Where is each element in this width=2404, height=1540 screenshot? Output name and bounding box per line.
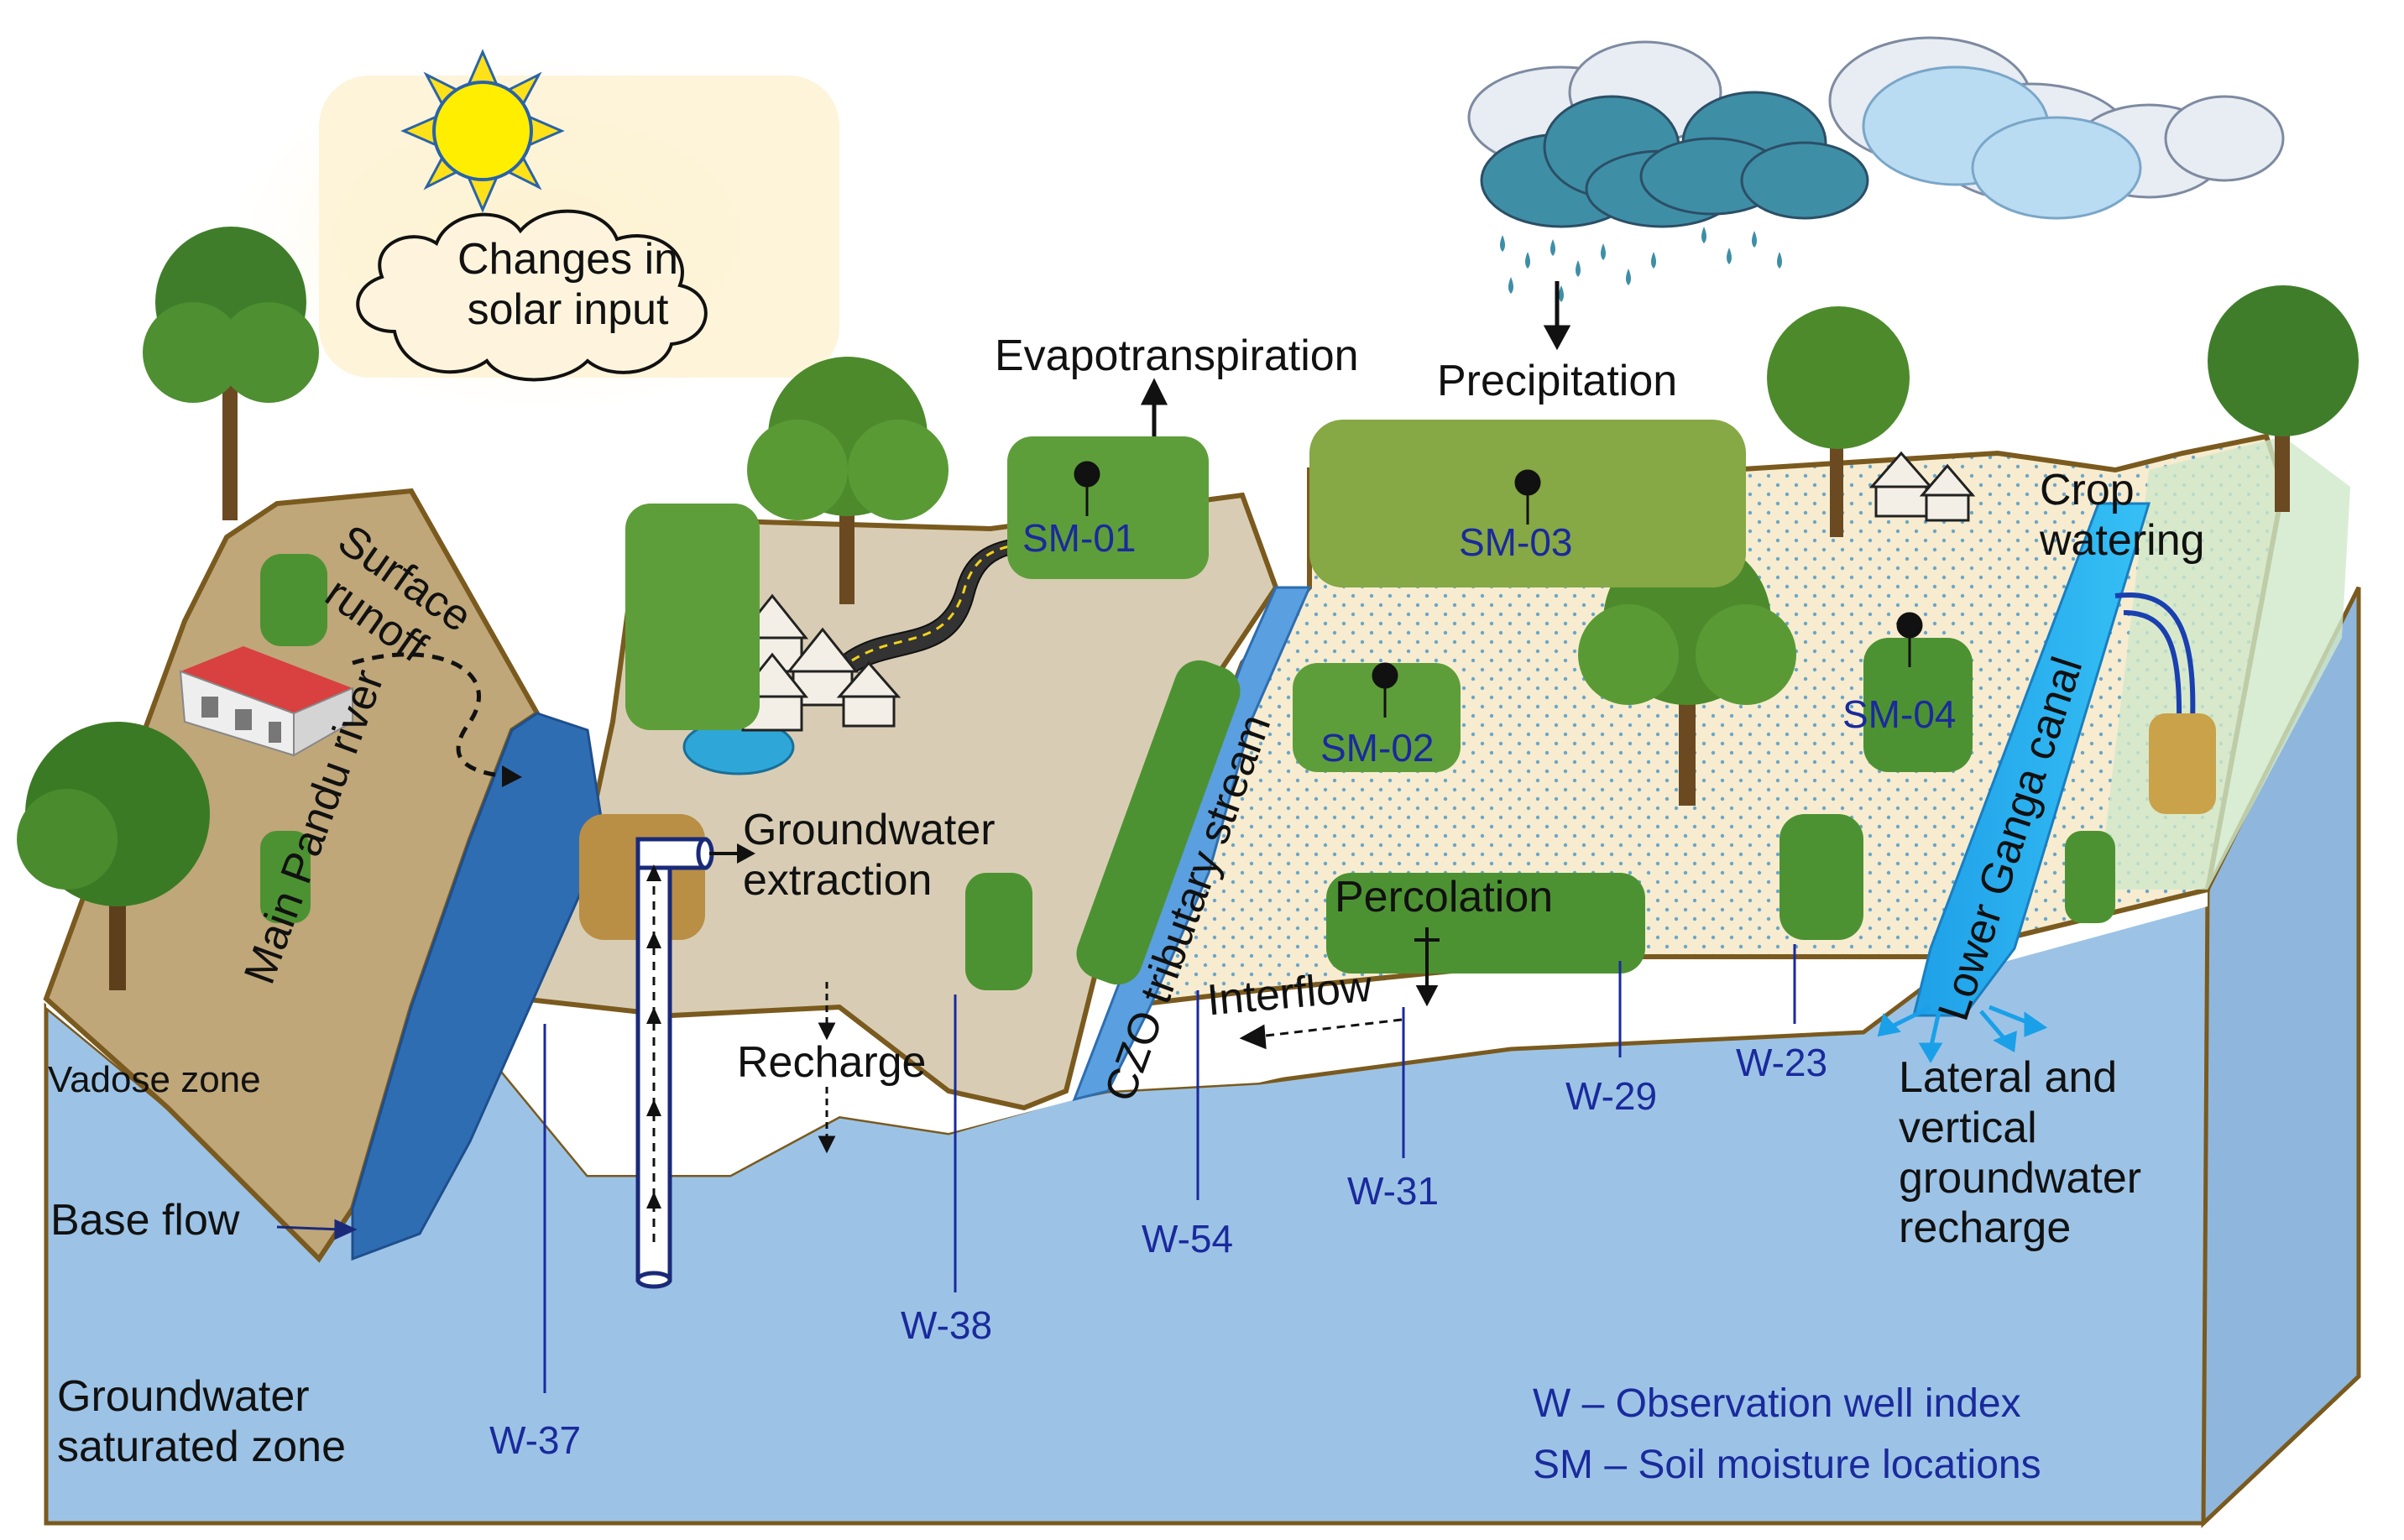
recharge-arrows — [818, 982, 836, 1154]
vadose-zone-band — [46, 890, 2208, 1259]
base-flow-arrow — [276, 1219, 358, 1240]
tree-icon — [2208, 285, 2359, 512]
raindrops-icon — [1500, 227, 1782, 302]
percolation-arrow — [1414, 927, 1440, 1007]
sm-03-label: SM-03 — [1459, 520, 1573, 564]
pin-icon — [1896, 612, 1923, 667]
extraction-pipe — [635, 837, 755, 1289]
precipitation-arrow — [1543, 281, 1571, 351]
pin-icon — [1372, 662, 1398, 718]
tree-icon — [1767, 306, 1910, 537]
legend-observation-well: W – Observation well index — [1533, 1381, 2021, 1426]
sun-icon — [400, 49, 565, 213]
soil-moisture-pins — [1074, 461, 1923, 718]
solar-input-label: Changes in solar input — [457, 235, 679, 334]
house-icon — [179, 646, 353, 757]
evapotranspiration-label: Evapotranspiration — [995, 331, 1359, 380]
w-37-label: W-37 — [489, 1418, 582, 1462]
lateral-recharge-arrows — [1877, 1005, 2048, 1063]
w-38-label: W-38 — [901, 1303, 993, 1347]
saturated-zone-label: Groundwater saturated zone — [57, 1372, 347, 1471]
base-flow-label: Base flow — [50, 1196, 240, 1245]
precipitation-label: Precipitation — [1437, 357, 1678, 405]
crop-watering-label: Crop watering — [2040, 466, 2205, 565]
tree-icon — [143, 227, 319, 520]
percolation-label: Percolation — [1335, 873, 1554, 921]
groundwater-extraction-label: Groundwater extraction — [743, 806, 996, 905]
interflow-arrow — [1239, 1018, 1403, 1050]
sm-02-label: SM-02 — [1320, 726, 1435, 770]
w-23-label: W-23 — [1736, 1041, 1828, 1084]
w-29-label: W-29 — [1565, 1074, 1658, 1118]
lateral-recharge-label: Lateral and vertical groundwater recharg… — [1899, 1053, 2142, 1253]
observation-wells — [543, 944, 1796, 1393]
sm-01-label: SM-01 — [1022, 516, 1137, 560]
w-54-label: W-54 — [1142, 1217, 1234, 1261]
tree-icon — [17, 722, 210, 990]
rain-clouds — [1467, 36, 2285, 228]
pin-icon — [1074, 461, 1100, 516]
tree-icons — [17, 227, 2359, 990]
recharge-label: Recharge — [737, 1038, 927, 1087]
surface-runoff-arrow — [352, 652, 522, 787]
lower-ganga-canal — [1912, 502, 2151, 1017]
solar-cloud-shape — [356, 209, 708, 382]
tree-icon — [747, 357, 949, 604]
vadose-zone-label: Vadose zone — [48, 1059, 261, 1100]
legend-soil-moisture: SM – Soil moisture locations — [1533, 1443, 2041, 1487]
pin-icon — [1514, 469, 1541, 525]
w-31-label: W-31 — [1347, 1169, 1440, 1213]
sm-04-label: SM-04 — [1842, 692, 1957, 736]
